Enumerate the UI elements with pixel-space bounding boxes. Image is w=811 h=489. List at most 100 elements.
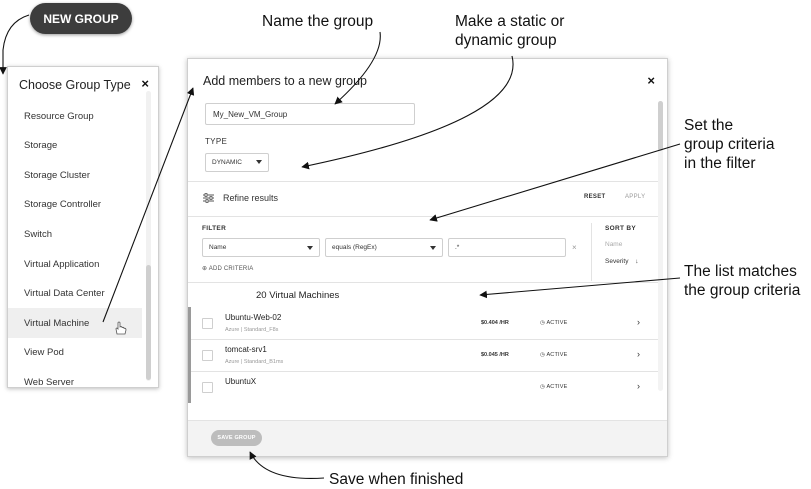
annotation-criteria: Set the group criteria in the filter bbox=[684, 116, 774, 173]
vm-details: Azure | Standard_B1ms bbox=[225, 359, 284, 365]
vm-cost: $0.045 /HR bbox=[481, 352, 509, 358]
group-type-item[interactable]: Storage Cluster bbox=[8, 160, 142, 190]
annotation-line: The list matches bbox=[684, 263, 797, 280]
divider bbox=[188, 339, 658, 340]
group-type-item-label: Storage bbox=[24, 140, 58, 152]
scrollbar-thumb[interactable] bbox=[658, 101, 663, 151]
annotation-line: in the filter bbox=[684, 155, 756, 172]
vm-name: UbuntuX bbox=[225, 377, 257, 386]
plus-circle-icon: ⊕ bbox=[202, 266, 209, 272]
group-type-item-label: Storage Controller bbox=[24, 199, 102, 211]
annotation-save-finished: Save when finished bbox=[329, 471, 464, 488]
add-members-dialog: Add members to a new group × TYPE DYNAMI… bbox=[187, 58, 668, 457]
annotation-list-matches: The list matches the group criteria bbox=[684, 262, 800, 300]
refine-results-row: Refine results RESET APPLY bbox=[188, 181, 658, 216]
vm-row[interactable]: UbuntuX ◷ ACTIVE › bbox=[188, 371, 658, 403]
chevron-right-icon[interactable]: › bbox=[637, 381, 640, 391]
row-checkbox[interactable] bbox=[202, 350, 213, 361]
add-criteria-label: ADD CRITERIA bbox=[208, 266, 254, 272]
close-icon[interactable]: × bbox=[647, 73, 655, 88]
chevron-right-icon[interactable]: › bbox=[637, 317, 640, 327]
type-label: TYPE bbox=[205, 137, 228, 146]
sort-option-severity-label: Severity bbox=[605, 258, 629, 265]
vm-status-label: ACTIVE bbox=[546, 384, 568, 390]
row-marker bbox=[188, 371, 191, 403]
group-type-item-label: Switch bbox=[24, 228, 52, 240]
clock-icon: ◷ bbox=[540, 352, 547, 358]
group-type-item-label: Resource Group bbox=[24, 110, 94, 122]
vm-name: tomcat-srv1 bbox=[225, 345, 267, 354]
divider bbox=[188, 181, 658, 182]
annotation-line: Make a static or bbox=[455, 13, 565, 30]
vm-cost: $0.404 /HR bbox=[481, 320, 509, 326]
vm-name: Ubuntu-Web-02 bbox=[225, 313, 282, 322]
group-type-item-label: Virtual Application bbox=[24, 258, 100, 270]
filter-field-value: Name bbox=[209, 244, 227, 251]
annotation-line: Set the bbox=[684, 117, 734, 134]
annotation-line: group criteria bbox=[684, 136, 775, 153]
close-icon[interactable]: × bbox=[141, 76, 149, 91]
clear-icon[interactable]: × bbox=[572, 243, 577, 252]
annotation-line: the group criteria bbox=[684, 282, 801, 299]
filter-label: FILTER bbox=[202, 225, 227, 232]
annotation-line: dynamic group bbox=[455, 32, 557, 49]
group-type-item-label: Web Server bbox=[24, 376, 74, 388]
chevron-right-icon[interactable]: › bbox=[637, 349, 640, 359]
new-group-button[interactable]: NEW GROUP bbox=[30, 3, 132, 34]
group-type-item[interactable]: View Pod bbox=[8, 338, 142, 368]
vm-count: 20 Virtual Machines bbox=[256, 290, 340, 301]
sort-option-name[interactable]: Name bbox=[605, 241, 623, 248]
row-marker bbox=[188, 339, 191, 371]
filter-operator-select[interactable]: equals (RegEx) bbox=[325, 238, 443, 257]
annotation-static-dynamic: Make a static or dynamic group bbox=[455, 12, 564, 50]
dialog-footer: SAVE GROUP bbox=[188, 420, 667, 456]
group-type-item[interactable]: Storage bbox=[8, 131, 142, 161]
apply-button[interactable]: APPLY bbox=[625, 194, 646, 200]
scrollbar-track[interactable] bbox=[658, 101, 663, 391]
group-type-select[interactable]: DYNAMIC bbox=[205, 153, 269, 172]
sort-option-severity[interactable]: Severity ↓ bbox=[605, 258, 639, 265]
vm-status: ◷ ACTIVE bbox=[540, 384, 568, 390]
vm-status: ◷ ACTIVE bbox=[540, 352, 568, 358]
vm-status-label: ACTIVE bbox=[546, 320, 568, 326]
group-type-item-label: View Pod bbox=[24, 347, 64, 359]
row-marker bbox=[188, 307, 191, 339]
divider bbox=[188, 216, 658, 217]
row-checkbox[interactable] bbox=[202, 318, 213, 329]
filter-value-input[interactable]: .* bbox=[448, 238, 566, 257]
chevron-down-icon bbox=[430, 246, 436, 250]
divider bbox=[188, 282, 658, 283]
chevron-down-icon bbox=[307, 246, 313, 250]
hand-cursor-icon bbox=[115, 321, 127, 335]
type-select-value: DYNAMIC bbox=[212, 159, 242, 166]
clock-icon: ◷ bbox=[540, 320, 547, 326]
refine-results-label[interactable]: Refine results bbox=[223, 193, 279, 203]
vm-status-label: ACTIVE bbox=[546, 352, 568, 358]
group-type-item[interactable]: Resource Group bbox=[8, 101, 142, 131]
group-type-item-label: Virtual Data Center bbox=[24, 288, 105, 300]
group-name-input[interactable] bbox=[205, 103, 415, 125]
sort-by-label: SORT BY bbox=[605, 225, 636, 232]
filter-value-text: .* bbox=[455, 244, 460, 251]
group-type-item-label: Storage Cluster bbox=[24, 169, 91, 181]
group-type-item[interactable]: Web Server bbox=[8, 367, 142, 388]
vm-details: Azure | Standard_F8s bbox=[225, 327, 279, 333]
filter-field-select[interactable]: Name bbox=[202, 238, 320, 257]
chevron-down-icon bbox=[256, 160, 262, 164]
dialog-title: Add members to a new group bbox=[203, 74, 367, 88]
arrow-down-icon: ↓ bbox=[635, 258, 639, 265]
scrollbar-thumb[interactable] bbox=[146, 265, 151, 380]
group-type-item[interactable]: Storage Controller bbox=[8, 190, 142, 220]
reset-button[interactable]: RESET bbox=[584, 194, 606, 200]
group-type-item[interactable]: Virtual Data Center bbox=[8, 279, 142, 309]
group-type-item[interactable]: Switch bbox=[8, 219, 142, 249]
row-checkbox[interactable] bbox=[202, 382, 213, 393]
group-type-item[interactable]: Virtual Application bbox=[8, 249, 142, 279]
add-criteria-button[interactable]: ⊕ ADD CRITERIA bbox=[202, 265, 254, 272]
filter-operator-value: equals (RegEx) bbox=[332, 244, 377, 251]
save-group-button[interactable]: SAVE GROUP bbox=[211, 430, 262, 446]
annotation-name-group: Name the group bbox=[262, 13, 374, 30]
divider bbox=[591, 223, 592, 281]
